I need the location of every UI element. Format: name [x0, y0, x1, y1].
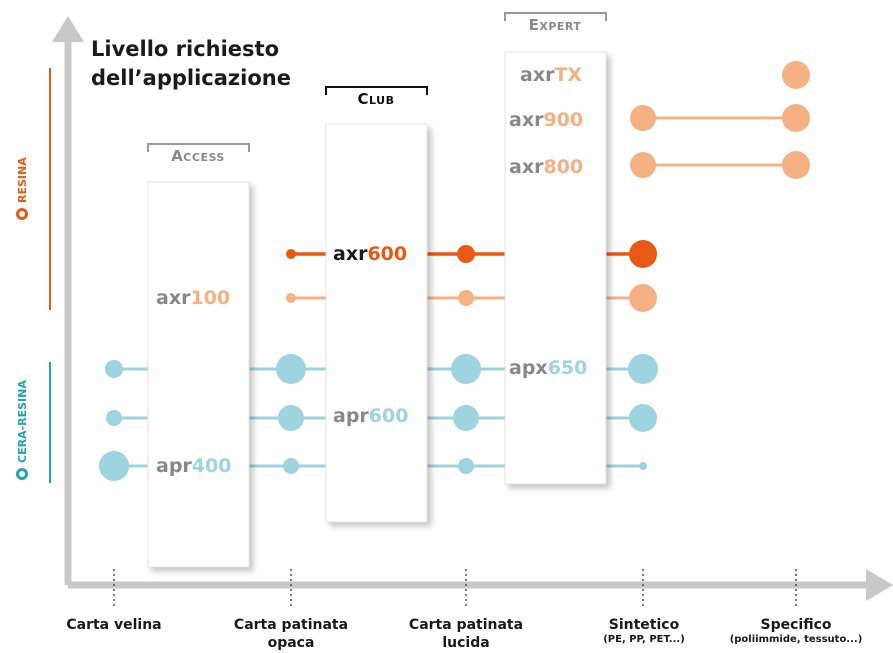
level-dot-6 — [457, 245, 475, 263]
product-apx650: apx650 — [507, 357, 590, 379]
level-dot-8 — [286, 293, 296, 303]
level-dot-14 — [628, 354, 658, 384]
level-dot-10 — [629, 284, 657, 312]
level-dot-4 — [782, 151, 810, 179]
level-dot-16 — [278, 405, 304, 431]
x-label-sintetico: Sintetico (PE, PP, PET...) — [603, 617, 685, 645]
y-axis-arrow — [52, 16, 84, 42]
level-dot-22 — [639, 462, 647, 470]
tier-access-panel — [147, 181, 250, 568]
product-axr100: axr100 — [154, 287, 233, 309]
level-dot-15 — [106, 410, 122, 426]
x-label-specifico: Specifico (poliimmide, tessuto...) — [729, 617, 863, 645]
level-dot-3 — [630, 152, 656, 178]
level-dot-18 — [629, 404, 657, 432]
tier-club-label: Club — [357, 90, 395, 108]
tier-club-panel — [325, 123, 428, 523]
chart-title: Livello richiesto dell’applicazione — [91, 35, 291, 93]
product-axrtx: axrTX — [518, 64, 585, 86]
level-dot-7 — [629, 240, 657, 268]
level-dot-0 — [782, 61, 810, 89]
x-label-carta-patinata-lucida: Carta patinata lucida — [408, 617, 524, 651]
cera-resina-side-label: CERA-RESINA — [16, 380, 29, 480]
level-dot-9 — [458, 290, 474, 306]
x-axis-arrow — [866, 569, 893, 601]
tier-access-bracket — [147, 143, 250, 152]
level-dot-17 — [453, 405, 479, 431]
level-dot-2 — [782, 104, 810, 132]
title-line-2: dell’applicazione — [91, 66, 291, 90]
level-dot-12 — [276, 354, 306, 384]
level-dot-20 — [283, 458, 299, 474]
tier-expert-label: Expert — [528, 16, 582, 34]
x-label-carta-velina: Carta velina — [66, 617, 162, 633]
x-label-carta-patinata-opaca: Carta patinata opaca — [233, 617, 349, 651]
product-axr800: axr800 — [507, 156, 586, 178]
tier-club-bracket — [325, 86, 428, 95]
level-dot-13 — [451, 354, 481, 384]
cera-resina-icon — [16, 468, 28, 480]
product-apr600: apr600 — [331, 405, 411, 427]
resina-icon — [16, 208, 28, 220]
title-line-1: Livello richiesto — [91, 37, 280, 61]
product-axr600: axr600 — [331, 243, 410, 265]
resina-side-label: RESINA — [16, 157, 29, 220]
tier-expert-bracket — [504, 12, 607, 21]
tier-access-label: Access — [171, 147, 225, 165]
level-dot-5 — [286, 249, 296, 259]
level-dot-1 — [630, 105, 656, 131]
product-axr900: axr900 — [507, 109, 586, 131]
level-dot-21 — [458, 458, 474, 474]
level-dot-11 — [105, 360, 123, 378]
product-apr400: apr400 — [154, 455, 234, 477]
level-dot-19 — [99, 451, 129, 481]
